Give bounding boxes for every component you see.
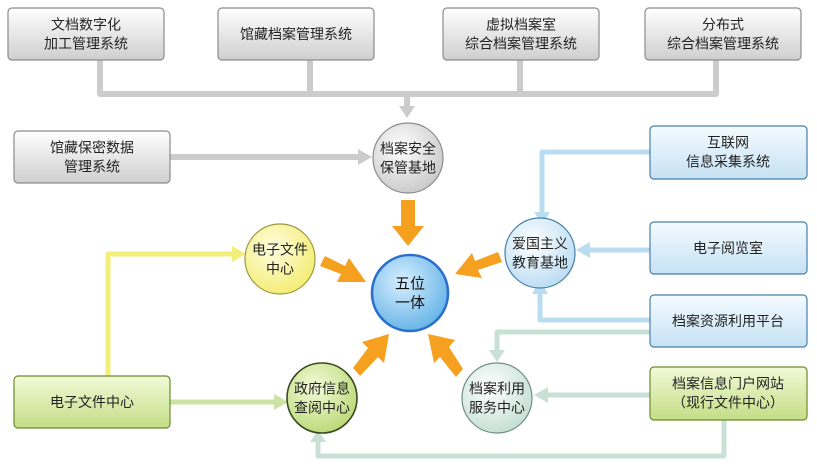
confidential-label-line: 馆藏保密数据 <box>50 140 134 157</box>
gov-info-label: 政府信息查阅中心 <box>294 381 350 417</box>
box-portal: 档案信息门户网站 （现行文件中心） <box>649 366 808 421</box>
arrow-from-e-file-center <box>320 256 366 282</box>
circle-utilization: 档案利用服务中心 <box>461 362 533 434</box>
utilization-label: 档案利用服务中心 <box>469 381 525 417</box>
e-file-center-circle-label: 电子文件中心 <box>252 243 308 278</box>
circle-center: 五位一体 <box>370 253 450 333</box>
arrowhead-efile-green <box>274 394 288 410</box>
arrow-from-utilization <box>428 334 463 377</box>
box-digitization: 文档数字化加工管理系统 <box>7 7 165 61</box>
connectors <box>97 60 727 459</box>
arrowhead-efile-yellow <box>232 246 246 262</box>
connector-resource-platform <box>537 292 650 323</box>
resource-platform-label: 档案资源利用平台 <box>672 313 784 330</box>
box-internet: 互联网信息采集系统 <box>649 125 808 180</box>
internet-label-line: 互联网 <box>707 136 749 152</box>
patriotic-base-label-line: 爱国主义 <box>512 237 568 253</box>
e-file-center-circle-label-line: 电子文件 <box>252 243 308 259</box>
portal-label-line: （现行文件中心） <box>672 396 784 412</box>
box-collection-management: 馆藏档案管理系统 <box>217 7 375 61</box>
center-label-line: 一体 <box>395 294 425 312</box>
e-file-center-box-label: 电子文件中心 <box>50 395 134 411</box>
box-virtual-archive: 虚拟档案室综合档案管理系统 <box>442 7 600 61</box>
reading-room-label-line: 电子阅览室 <box>693 240 763 257</box>
connector-platform-utilization <box>494 329 650 352</box>
security-base-label: 档案安全保管基地 <box>380 141 436 177</box>
reading-room-label: 电子阅览室 <box>693 240 763 257</box>
arrowhead-platform-utilization <box>489 350 505 362</box>
circle-gov-info: 政府信息查阅中心 <box>286 362 358 434</box>
confidential-label: 馆藏保密数据管理系统 <box>50 140 134 176</box>
connector-top-bus <box>97 60 719 106</box>
arrowhead-top-bus <box>399 106 415 118</box>
e-file-center-circle-label-line: 中心 <box>266 262 294 278</box>
circle-security-base: 档案安全保管基地 <box>372 122 444 194</box>
connector-efile-yellow <box>105 251 234 376</box>
utilization-label-line: 档案利用 <box>469 381 525 398</box>
collection-mgmt-label: 馆藏档案管理系统 <box>240 26 352 43</box>
distributed-label: 分布式综合档案管理系统 <box>667 18 779 53</box>
arrowhead-portal <box>534 387 548 403</box>
gov-info-label-line: 政府信息 <box>294 381 350 398</box>
arrowhead-reading-room <box>576 242 590 258</box>
digitization-label: 文档数字化加工管理系统 <box>44 18 128 53</box>
portal-label: 档案信息门户网站 （现行文件中心） <box>672 376 784 412</box>
circle-e-file-center: 电子文件中心 <box>244 223 316 295</box>
gov-info-label-line: 查阅中心 <box>294 401 350 417</box>
box-e-file-center: 电子文件中心 <box>13 375 171 429</box>
box-confidential-data: 馆藏保密数据管理系统 <box>13 130 171 184</box>
patriotic-base-label: 爱国主义教育基地 <box>512 237 568 272</box>
arrow-from-security-base <box>392 200 424 246</box>
connector-portal-loop <box>315 420 727 459</box>
security-base-label-line: 档案安全 <box>380 141 436 158</box>
box-resource-platform: 档案资源利用平台 <box>649 294 808 348</box>
arrowhead-confidential <box>358 149 372 165</box>
arrow-from-gov-info <box>353 334 389 376</box>
circle-patriotic-base: 爱国主义教育基地 <box>504 217 576 289</box>
distributed-label-line: 综合档案管理系统 <box>667 36 779 53</box>
virtual-archive-label-line: 虚拟档案室 <box>486 17 556 34</box>
e-file-center-box-label-line: 电子文件中心 <box>50 395 134 411</box>
internet-label-line: 信息采集系统 <box>686 154 770 171</box>
confidential-label-line: 管理系统 <box>64 160 120 176</box>
box-reading-room: 电子阅览室 <box>649 221 808 275</box>
patriotic-base-label-line: 教育基地 <box>512 255 568 272</box>
resource-platform-label-line: 档案资源利用平台 <box>672 313 784 330</box>
security-base-label-line: 保管基地 <box>380 160 436 177</box>
collection-mgmt-label-line: 馆藏档案管理系统 <box>240 26 352 43</box>
internet-label: 互联网信息采集系统 <box>686 136 770 171</box>
orange-arrows <box>320 200 502 377</box>
utilization-label-line: 服务中心 <box>469 401 525 417</box>
digitization-label-line: 文档数字化 <box>51 18 121 34</box>
box-distributed: 分布式综合档案管理系统 <box>644 7 802 61</box>
center-label: 五位一体 <box>395 275 425 312</box>
virtual-archive-label: 虚拟档案室综合档案管理系统 <box>465 17 577 53</box>
arrowhead-portal-loop <box>310 430 326 442</box>
virtual-archive-label-line: 综合档案管理系统 <box>465 36 577 53</box>
portal-label-line: 档案信息门户网站 <box>672 376 784 393</box>
connector-internet <box>539 149 650 214</box>
arrow-from-patriotic-base <box>455 252 502 278</box>
digitization-label-line: 加工管理系统 <box>44 37 128 53</box>
distributed-label-line: 分布式 <box>702 18 744 34</box>
center-label-line: 五位 <box>395 275 425 293</box>
